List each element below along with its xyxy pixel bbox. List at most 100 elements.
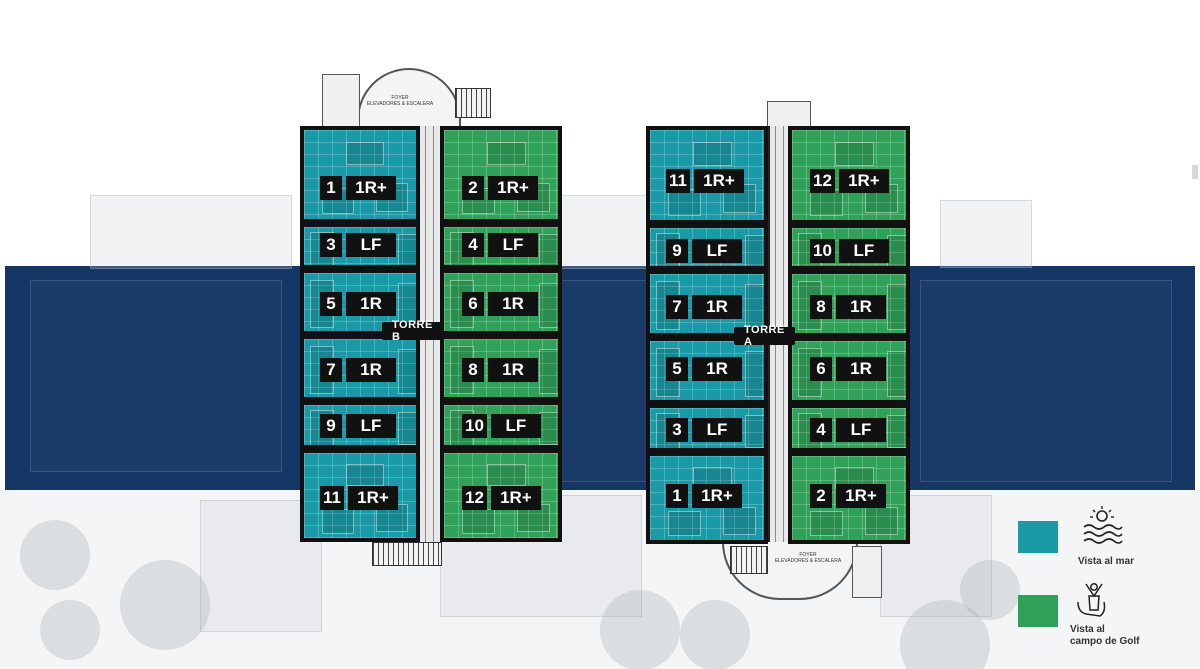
background-tree: [900, 600, 990, 669]
legend-golf-label-line1: Vista al: [1070, 624, 1105, 635]
unit-number: 11: [320, 486, 344, 510]
unit-type: 1R+: [347, 486, 398, 510]
unit-floor-plan-lines: [444, 130, 558, 219]
golfer-icon: [1077, 583, 1106, 617]
background-building: [920, 280, 1172, 482]
scroll-indicator: [1192, 165, 1198, 179]
unit-number: 2: [462, 176, 484, 200]
unit-type: 1R+: [836, 484, 886, 508]
furniture-block: [398, 412, 416, 445]
unit-number: 6: [810, 357, 832, 381]
legend-sea-label: Vista al mar: [1078, 556, 1134, 567]
legend-golf-label: Vista al campo de Golf: [1070, 624, 1139, 648]
tower-b-label: TORRE B: [382, 319, 443, 343]
unit-number: 7: [320, 358, 342, 382]
background-tree: [600, 590, 680, 669]
unit-type: LF: [692, 239, 742, 263]
furniture-block: [668, 189, 701, 216]
unit-number: 9: [666, 239, 688, 263]
background-tree: [960, 560, 1020, 620]
unit-number: 1: [666, 484, 688, 508]
background-tree: [40, 600, 100, 660]
furniture-block: [723, 507, 756, 535]
furniture-block: [693, 142, 732, 166]
unit-type: 1R: [836, 357, 886, 381]
unit-type: LF: [692, 418, 742, 442]
background-building: [90, 195, 292, 269]
furniture-block: [887, 351, 906, 397]
unit-type: 1R+: [693, 169, 744, 193]
unit-type: 1R+: [490, 486, 541, 510]
tower-a-elevator-annex: [852, 546, 882, 598]
unit-number: 4: [810, 418, 832, 442]
furniture-block: [887, 284, 906, 330]
furniture-block: [346, 464, 384, 486]
furniture-block: [745, 235, 764, 266]
annex-label-line1: FOYER: [799, 552, 817, 558]
background-bottom: [0, 490, 1200, 669]
background-tree: [20, 520, 90, 590]
unit-type: LF: [346, 414, 396, 438]
unit-type: 1R: [692, 295, 742, 319]
unit-type: LF: [488, 233, 538, 257]
background-building: [560, 280, 652, 482]
unit-number: 2: [810, 484, 832, 508]
furniture-block: [745, 351, 764, 397]
unit-number: 10: [810, 239, 835, 263]
unit-type: LF: [838, 239, 889, 263]
furniture-block: [539, 234, 558, 265]
unit-type: 1R+: [488, 176, 538, 200]
furniture-block: [810, 511, 843, 536]
furniture-block: [539, 283, 558, 328]
tower-a-bottom-stair: [730, 546, 768, 574]
unit-type: LF: [490, 414, 541, 438]
unit-type: 1R+: [692, 484, 742, 508]
unit-type: LF: [836, 418, 886, 442]
legend-golf-swatch: [1018, 595, 1058, 627]
unit-number: 1: [320, 176, 342, 200]
furniture-block: [668, 511, 701, 536]
unit-number: 5: [666, 357, 688, 381]
unit-type: 1R: [488, 292, 538, 316]
annex-label-line2: ELEVADORES & ESCALERA: [774, 558, 842, 564]
background-blue-band: [5, 266, 1195, 490]
unit-number: 12: [462, 486, 487, 510]
unit-number: 7: [666, 295, 688, 319]
tower-b-top-stair: [455, 88, 491, 118]
background-building: [560, 195, 652, 269]
unit-number: 3: [320, 233, 342, 257]
furniture-block: [539, 412, 558, 445]
furniture-block: [745, 415, 764, 448]
